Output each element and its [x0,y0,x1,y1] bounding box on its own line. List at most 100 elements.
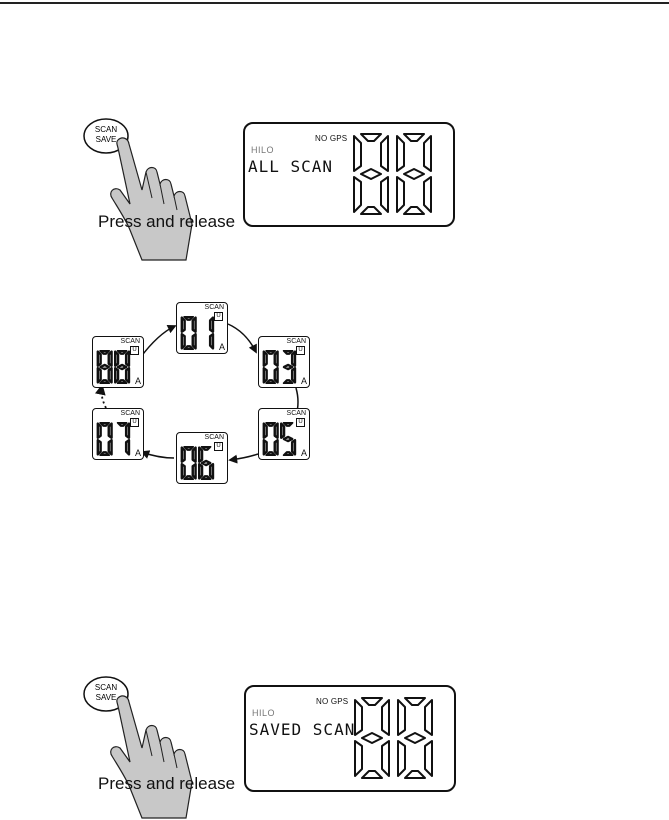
segment-g [282,363,294,371]
tile-suffix: A [218,342,225,352]
segment-b [273,422,279,439]
channel-tile-01: SCAN U A [176,302,228,354]
segment-b [191,446,197,463]
tile-scan-label: SCAN [204,304,224,311]
press-and-release-label: Press and release [98,774,236,793]
button-label-save: SAVE [96,693,117,702]
seven-segment-display-icon [180,316,215,350]
segment-d [99,451,110,456]
segment-c [124,367,131,384]
segment-a [282,350,294,355]
tile-u-badge: U [296,346,305,355]
segment-c [191,463,197,480]
segment-e [180,333,186,350]
segment-c [290,367,297,384]
segment-e [397,740,406,777]
segment-d [116,379,128,384]
segment-b [107,350,113,367]
tile-scan-label: SCAN [286,338,306,345]
segment-a [183,316,194,321]
segment-e [96,439,102,456]
segment-f [279,422,286,439]
button-label-scan: SCAN [95,683,117,692]
segment-d [360,206,382,215]
segment-e [262,439,268,456]
segment-c [107,439,113,456]
segment-b [290,350,297,367]
segment-g [403,168,425,180]
seven-segment-display-icon [262,422,297,456]
hand-pointer-icon: SCAN SAVE [83,676,193,819]
segment-b [191,316,197,333]
segment-g [200,459,212,467]
segment-f [354,699,363,736]
tile-u-badge: U [130,346,139,355]
segment-c [424,740,433,777]
segment-f [96,350,102,367]
seven-segment-display-icon [180,446,215,480]
scan-mode-label: SAVED SCAN [249,720,356,739]
seven-segment-display-icon [96,422,131,456]
segment-c [423,176,432,213]
segment-b [273,350,279,367]
segment-c [273,439,279,456]
segment-d [265,379,276,384]
segment-g [360,168,382,180]
section-all-scan: SCAN SAVE Press and release NO GPS HILO … [0,0,669,270]
segment-b [423,135,432,172]
segment-c [273,367,279,384]
lcd-screen-saved-scan: NO GPS HILO SAVED SCAN [244,685,456,792]
segment-c [191,333,197,350]
segment-g [282,435,294,443]
segment-d [99,379,110,384]
segment-a [282,422,294,427]
no-gps-label: NO GPS [316,697,349,706]
segment-g [361,732,383,744]
tile-scan-label: SCAN [204,434,224,441]
segment-d [404,770,426,779]
hilo-label: HILO [251,145,275,155]
segment-a [116,422,128,427]
tile-u-badge: U [214,312,223,321]
tile-u-badge: U [296,418,305,427]
segment-b [124,422,131,439]
segment-c [290,439,297,456]
segment-f [262,350,268,367]
seven-segment-display-icon [262,350,297,384]
no-gps-label: NO GPS [315,134,348,143]
segment-d [282,379,294,384]
segment-c [381,740,390,777]
segment-e [180,463,186,480]
section-scan-cycle: SCAN U A SCAN U A SCAN U A SCAN U SCAN U… [0,290,669,490]
segment-c [208,333,215,350]
hand-pointer-icon: SCAN SAVE [83,118,193,261]
segment-f [397,699,406,736]
tile-suffix: A [300,448,307,458]
seven-segment-display-icon [354,697,433,779]
segment-g [404,732,426,744]
segment-e [396,176,405,213]
segment-d [183,475,194,480]
tile-u-badge: U [214,442,223,451]
tile-u-badge: U [130,418,139,427]
segment-a [265,350,276,355]
segment-c [124,439,131,456]
segment-b [124,350,131,367]
segment-d [265,451,276,456]
tile-scan-label: SCAN [120,410,140,417]
segment-g [99,363,110,371]
section-saved-scan: SCAN SAVE Press and release NO GPS HILO … [0,560,669,819]
segment-b [208,316,215,333]
segment-g [116,363,128,371]
segment-c [107,367,113,384]
tile-scan-label: SCAN [120,338,140,345]
segment-e [114,367,120,384]
segment-a [116,350,128,355]
tile-scan-label: SCAN [286,410,306,417]
segment-c [380,176,389,213]
segment-f [96,422,102,439]
segment-d [403,206,425,215]
segment-a [404,697,426,706]
seven-segment-display-icon [96,350,131,384]
tile-suffix: A [300,376,307,386]
